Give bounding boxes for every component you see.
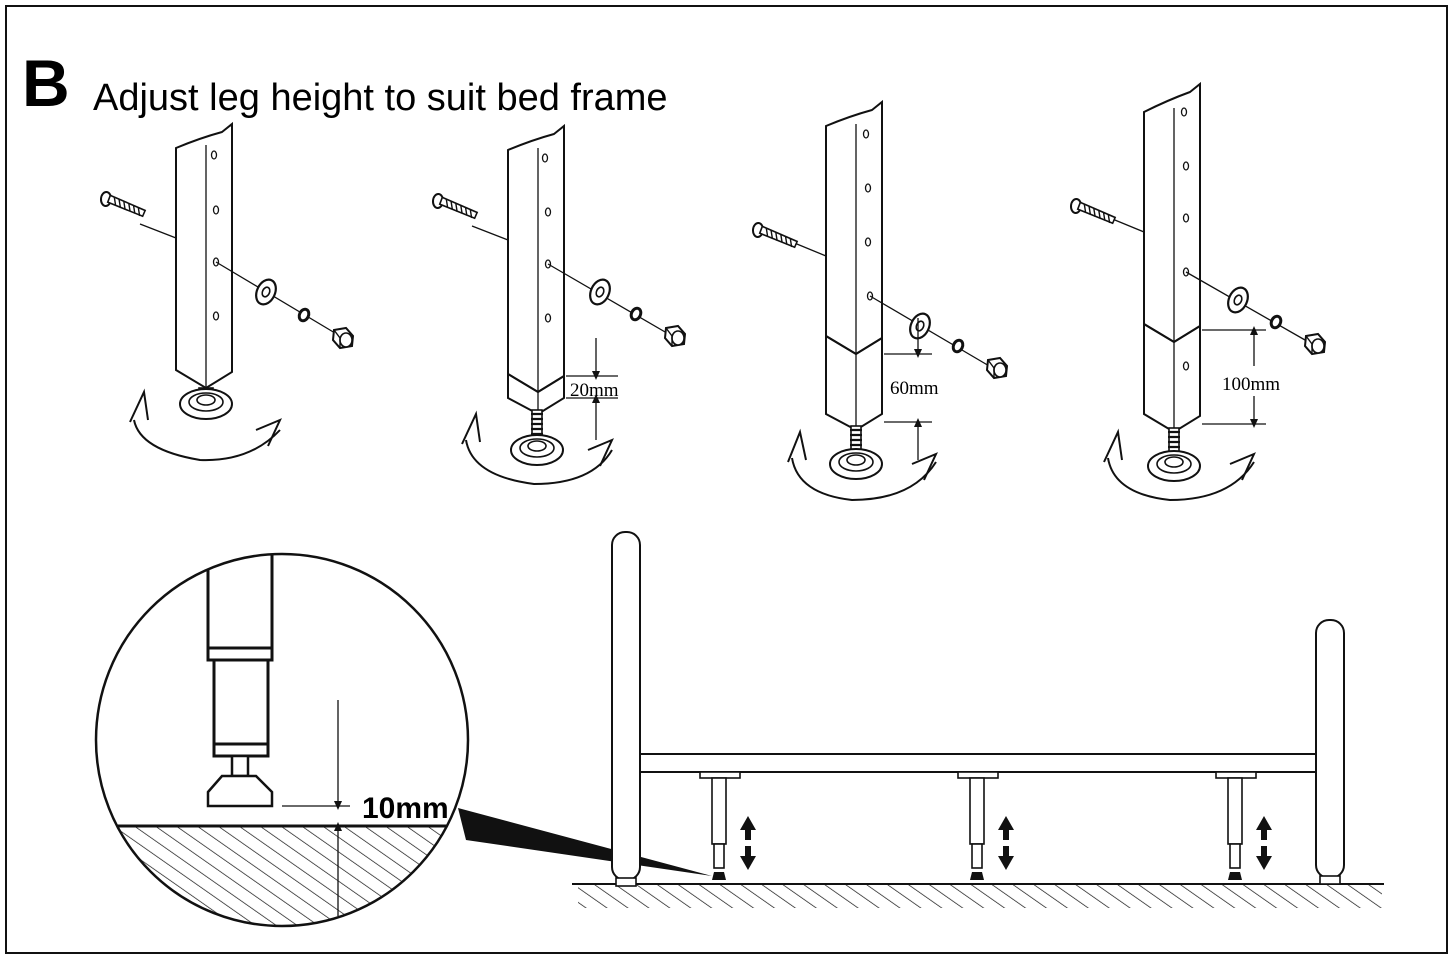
rotate-arrow-icon xyxy=(1107,457,1255,502)
clearance-label: 10mm xyxy=(362,792,449,825)
step-title: Adjust leg height to suit bed frame xyxy=(93,77,668,119)
rotate-arrow-icon xyxy=(791,457,937,502)
rotate-arrow-icon xyxy=(133,419,281,462)
height-label-60: 60mm xyxy=(890,378,939,399)
height-label-20: 20mm xyxy=(570,380,619,401)
support-leg-left xyxy=(699,771,756,880)
leg-stage-3: 60mm xyxy=(750,99,1008,502)
step-letter: B xyxy=(22,46,70,120)
leg-stage-2: 20mm xyxy=(430,123,686,486)
leg-stage-1 xyxy=(98,121,354,462)
up-down-arrow-icon xyxy=(1256,816,1272,870)
bed-frame xyxy=(572,531,1384,908)
height-label-100: 100mm xyxy=(1222,374,1280,395)
up-down-arrow-icon xyxy=(740,816,756,870)
support-leg-right xyxy=(1215,771,1272,880)
up-down-arrow-icon xyxy=(998,816,1014,870)
leg-stage-4: 100mm xyxy=(1068,81,1326,502)
support-leg-middle xyxy=(957,771,1014,880)
rotate-arrow-icon xyxy=(465,439,613,486)
